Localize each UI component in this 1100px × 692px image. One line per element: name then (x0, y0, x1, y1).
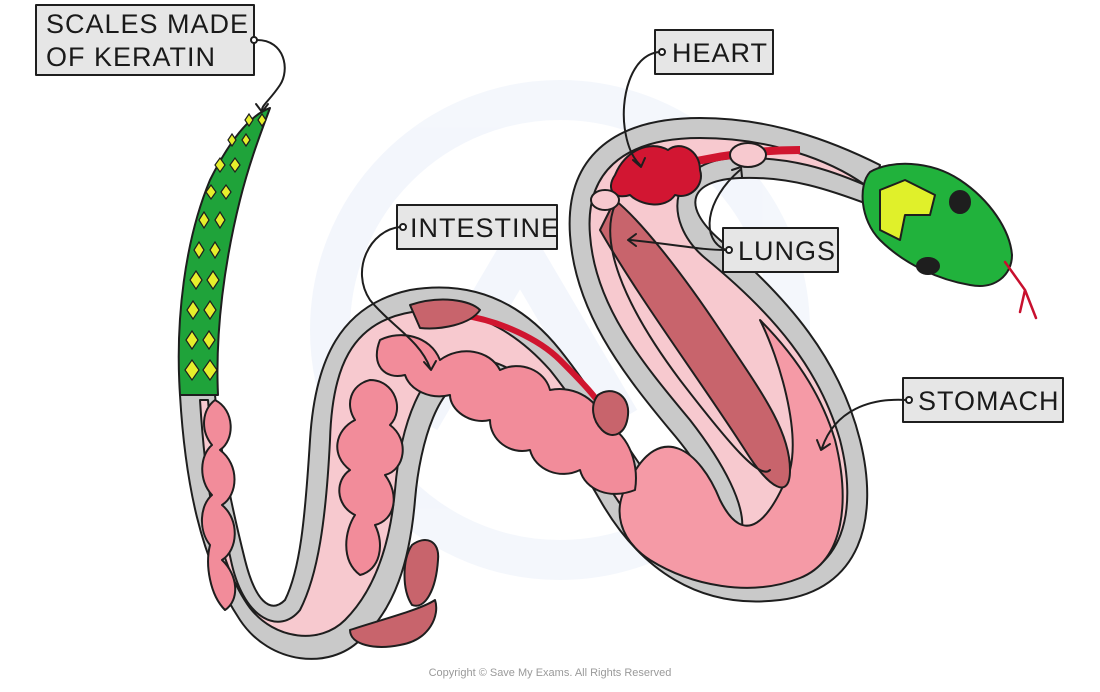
label-intestine-text: INTESTINE (410, 213, 560, 243)
label-lungs: LUNGS (627, 166, 839, 273)
snake-head (861, 162, 1038, 320)
label-scales-line2: OF KERATIN (46, 42, 216, 72)
label-heart: HEART (622, 29, 774, 168)
copyright-notice: Copyright © Save My Exams. All Rights Re… (428, 667, 672, 679)
label-lungs-text: LUNGS (738, 236, 836, 266)
liver (599, 199, 791, 489)
label-stomach: STOMACH (816, 377, 1064, 451)
liver-upper (409, 298, 481, 330)
label-scales: SCALES MADE OF KERATIN (35, 4, 286, 113)
label-heart-text: HEART (672, 38, 768, 68)
label-intestine: INTESTINE (360, 204, 560, 371)
gall-bladder (592, 390, 630, 436)
kidney (403, 539, 440, 607)
label-scales-line1: SCALES MADE (46, 9, 249, 39)
tail-scales (177, 107, 271, 396)
intestine (201, 334, 637, 611)
tongue (1003, 260, 1038, 320)
artery (609, 204, 771, 473)
stomach (618, 319, 844, 589)
gonad (349, 599, 438, 648)
label-stomach-text: STOMACH (918, 386, 1060, 416)
